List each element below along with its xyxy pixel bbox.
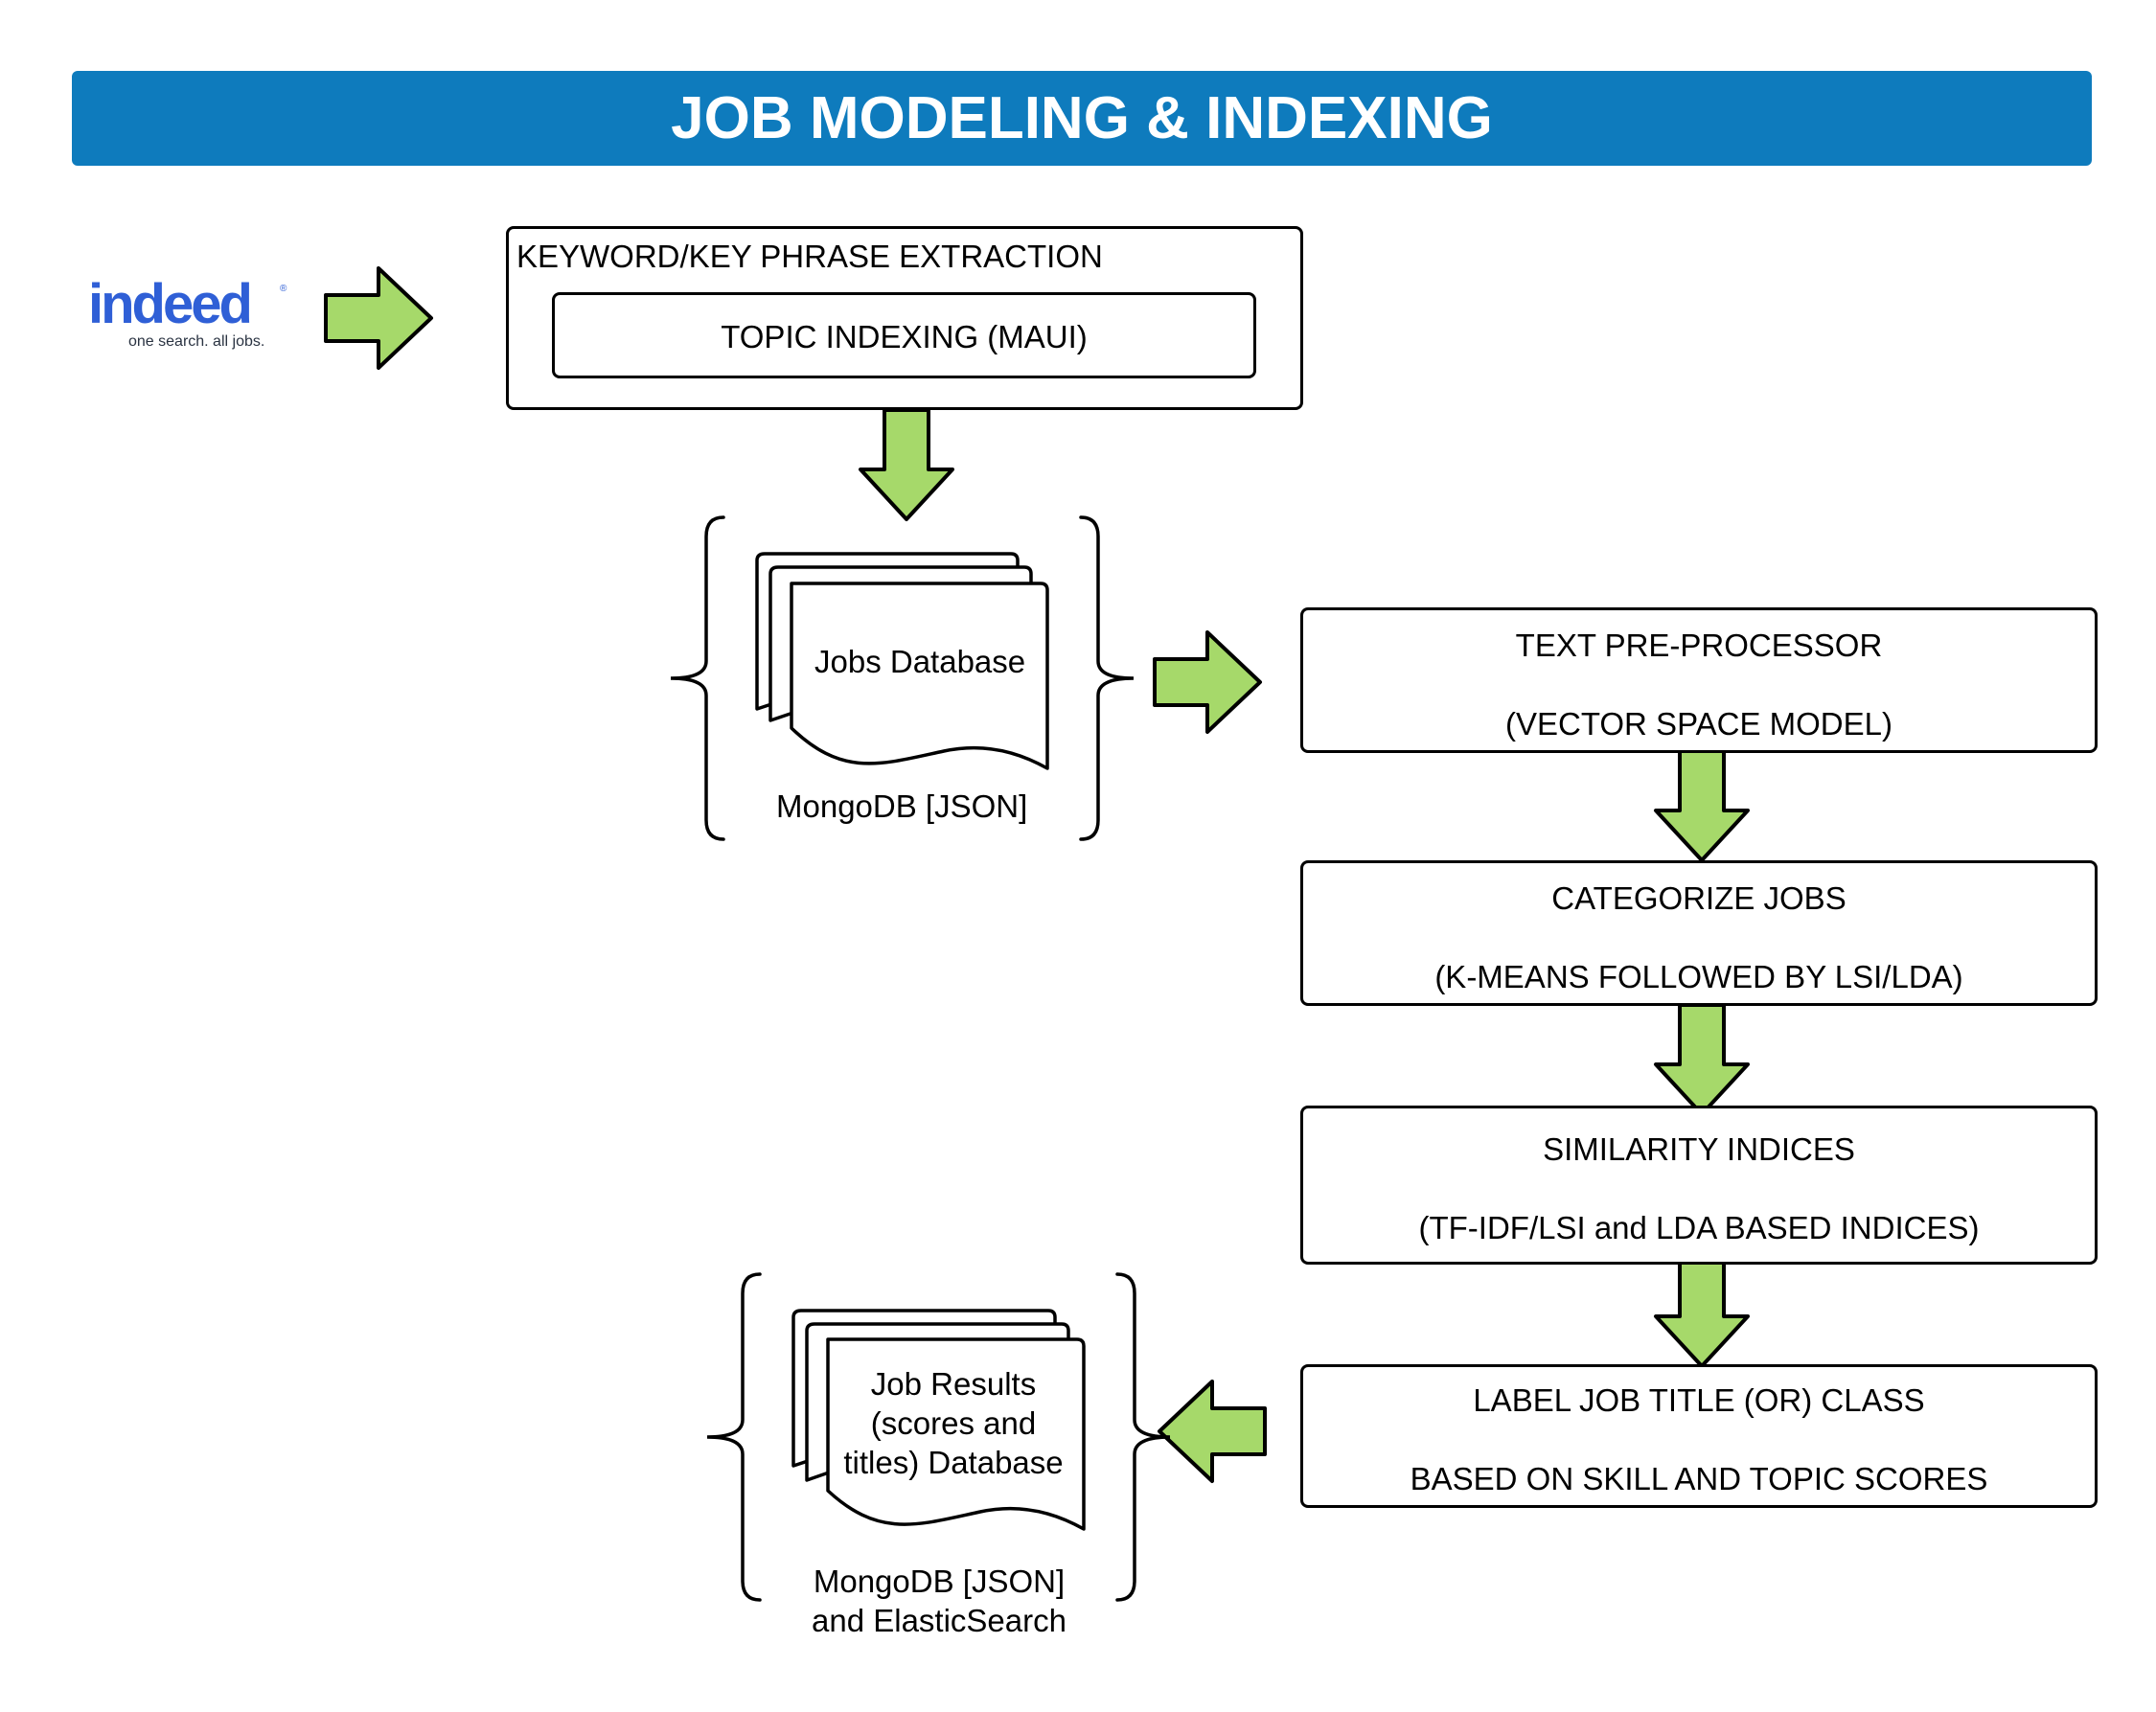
results-database-label-line: Job Results <box>870 1366 1037 1402</box>
right-brace-resultsdb <box>1115 1272 1171 1602</box>
jobs-database-icon <box>755 552 1049 770</box>
results-database-caption: MongoDB [JSON] and ElasticSearch <box>795 1562 1083 1640</box>
step-detail: (VECTOR SPACE MODEL) <box>1504 706 1892 742</box>
step-text-preprocessor: TEXT PRE-PROCESSOR (VECTOR SPACE MODEL) <box>1300 607 2098 753</box>
results-database-label-line: titles) Database <box>843 1445 1064 1480</box>
title-banner: JOB MODELING & INDEXING <box>72 71 2092 166</box>
step-title: TEXT PRE-PROCESSOR <box>1515 628 1883 663</box>
jobs-database-label: Jobs Database <box>814 644 1026 679</box>
step-detail: (TF-IDF/LSI and LDA BASED INDICES) <box>1418 1210 1980 1245</box>
page-title: JOB MODELING & INDEXING <box>671 85 1493 151</box>
step-label-job-title: LABEL JOB TITLE (OR) CLASS BASED ON SKIL… <box>1300 1364 2098 1508</box>
arrow-step4-to-resultsdb <box>1158 1380 1267 1483</box>
results-database-label-line: (scores and <box>870 1405 1037 1441</box>
arrow-step1-to-step2 <box>1654 749 1750 862</box>
arrow-logo-to-extraction <box>324 266 433 370</box>
arrow-step2-to-step3 <box>1654 1003 1750 1116</box>
left-brace-jobsdb <box>670 515 725 841</box>
topic-indexing-label: TOPIC INDEXING (MAUI) <box>721 319 1088 354</box>
left-brace-resultsdb <box>706 1272 762 1602</box>
logo-tagline: one search. all jobs. <box>128 333 265 350</box>
step-detail: BASED ON SKILL AND TOPIC SCORES <box>1410 1461 1988 1496</box>
step-detail: (K-MEANS FOLLOWED BY LSI/LDA) <box>1434 959 1963 994</box>
step-similarity-indices: SIMILARITY INDICES (TF-IDF/LSI and LDA B… <box>1300 1106 2098 1265</box>
results-database-caption-line: and ElasticSearch <box>812 1603 1067 1638</box>
indeed-logo: indeed ® one search. all jobs. <box>88 276 294 353</box>
arrow-step3-to-step4 <box>1654 1255 1750 1368</box>
step-categorize-jobs: CATEGORIZE JOBS (K-MEANS FOLLOWED BY LSI… <box>1300 860 2098 1006</box>
topic-indexing-box: TOPIC INDEXING (MAUI) <box>552 292 1256 378</box>
step-title: SIMILARITY INDICES <box>1543 1131 1855 1167</box>
logo-wordmark: indeed <box>88 273 253 335</box>
step-title: CATEGORIZE JOBS <box>1551 880 1846 916</box>
step-title: LABEL JOB TITLE (OR) CLASS <box>1473 1382 1925 1418</box>
jobs-database-caption: MongoDB [JSON] <box>776 788 1028 824</box>
logo-registered-mark: ® <box>280 284 287 294</box>
arrow-jobsdb-to-preprocessor <box>1153 630 1262 734</box>
right-brace-jobsdb <box>1079 515 1135 841</box>
results-database-caption-line: MongoDB [JSON] <box>813 1564 1066 1599</box>
results-database-icon <box>791 1309 1086 1531</box>
results-database-label: Job Results (scores and titles) Database <box>834 1364 1073 1482</box>
keyword-extraction-label: KEYWORD/KEY PHRASE EXTRACTION <box>516 239 1103 274</box>
arrow-extraction-to-jobsdb <box>859 408 954 521</box>
